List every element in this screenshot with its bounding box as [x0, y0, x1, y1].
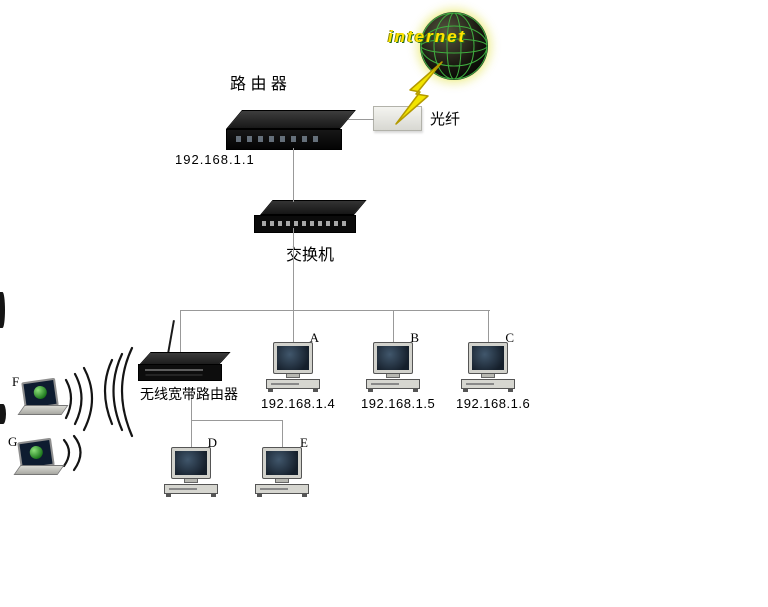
lightning-icon	[395, 61, 443, 125]
monitor-stand	[386, 374, 400, 378]
computer-feet	[257, 494, 307, 497]
screen	[266, 451, 298, 475]
fiber-modem-icon	[373, 106, 422, 131]
screen	[277, 346, 309, 370]
computer-e-label: E	[300, 435, 308, 450]
cable-drop-pc-b	[393, 310, 394, 342]
monitor-icon	[273, 342, 313, 374]
computer-case-icon	[461, 379, 515, 389]
cable-drop-pc-c	[488, 310, 489, 342]
monitor-icon	[171, 447, 211, 479]
internet-globe-icon	[420, 12, 488, 80]
computer-a-ip: 192.168.1.4	[261, 396, 336, 411]
computer-a: A 192.168.1.4	[261, 330, 336, 411]
laptop-f-label: F	[12, 374, 20, 389]
computer-feet	[463, 389, 513, 392]
router-label: 路 由 器	[230, 76, 287, 93]
cable-de-horizontal	[191, 420, 283, 421]
wireless-router-label: 无线宽带路由器	[140, 386, 238, 402]
computer-case-icon	[366, 379, 420, 389]
monitor-stand	[184, 479, 198, 483]
router-top-face	[226, 110, 356, 129]
laptop-globe-icon	[28, 445, 44, 460]
laptop-g: G	[8, 434, 65, 480]
computer-a-label: A	[309, 330, 319, 345]
cable-drop-wireless-router	[180, 310, 181, 352]
computer-case-icon	[266, 379, 320, 389]
monitor-stand	[481, 374, 495, 378]
computer-d-label: D	[207, 435, 217, 450]
fiber-label: 光纤	[430, 111, 461, 128]
computer-feet	[166, 494, 216, 497]
laptop-g-label: G	[8, 434, 18, 449]
screen	[175, 451, 207, 475]
antenna-icon	[167, 320, 175, 354]
cable-drop-pc-d	[191, 420, 192, 447]
cable-router-switch	[293, 148, 294, 202]
computer-b-label: B	[410, 330, 419, 345]
computer-e: E	[250, 435, 314, 501]
computer-c-label: C	[505, 330, 514, 345]
monitor-stand	[286, 374, 300, 378]
computer-d: D	[159, 435, 223, 501]
computer-b-ip: 192.168.1.5	[361, 396, 436, 411]
globe-grid-icon	[420, 12, 488, 80]
computer-c-ip: 192.168.1.6	[456, 396, 531, 411]
laptop-base-icon	[17, 405, 69, 415]
computer-feet	[268, 389, 318, 392]
cable-switch-bus	[293, 228, 294, 310]
cable-drop-pc-a	[293, 310, 294, 342]
edge-artifact	[0, 292, 5, 328]
monitor-icon	[262, 447, 302, 479]
wireless-router-device-icon: 无线宽带路由器	[136, 318, 246, 410]
computer-feet	[368, 389, 418, 392]
cable-drop-pc-e	[282, 420, 283, 447]
computer-b: B 192.168.1.5	[361, 330, 436, 411]
computer-c: C 192.168.1.6	[456, 330, 531, 411]
router-front-face	[226, 129, 342, 150]
cable-wireless-router-down	[191, 388, 192, 420]
cable-bus-horizontal	[180, 310, 490, 311]
screen	[377, 346, 409, 370]
laptop-base-icon	[13, 465, 65, 475]
internet-label: internet	[388, 27, 467, 46]
switch-front-face	[254, 215, 356, 233]
wifi-waves-icon	[62, 346, 134, 472]
router-ip: 192.168.1.1	[175, 152, 255, 167]
edge-artifact	[0, 404, 6, 424]
wireless-router-front-face	[138, 364, 222, 381]
switch-label: 交换机	[286, 247, 335, 264]
screen	[472, 346, 504, 370]
monitor-icon	[468, 342, 508, 374]
switch-top-face	[260, 200, 367, 215]
cable-router-fiber	[348, 119, 374, 120]
switch-device-icon	[254, 200, 374, 234]
computer-case-icon	[164, 484, 218, 494]
computer-case-icon	[255, 484, 309, 494]
router-device-icon	[226, 110, 360, 150]
monitor-stand	[275, 479, 289, 483]
laptop-globe-icon	[32, 385, 48, 400]
laptop-f: F	[12, 374, 69, 420]
monitor-icon	[373, 342, 413, 374]
